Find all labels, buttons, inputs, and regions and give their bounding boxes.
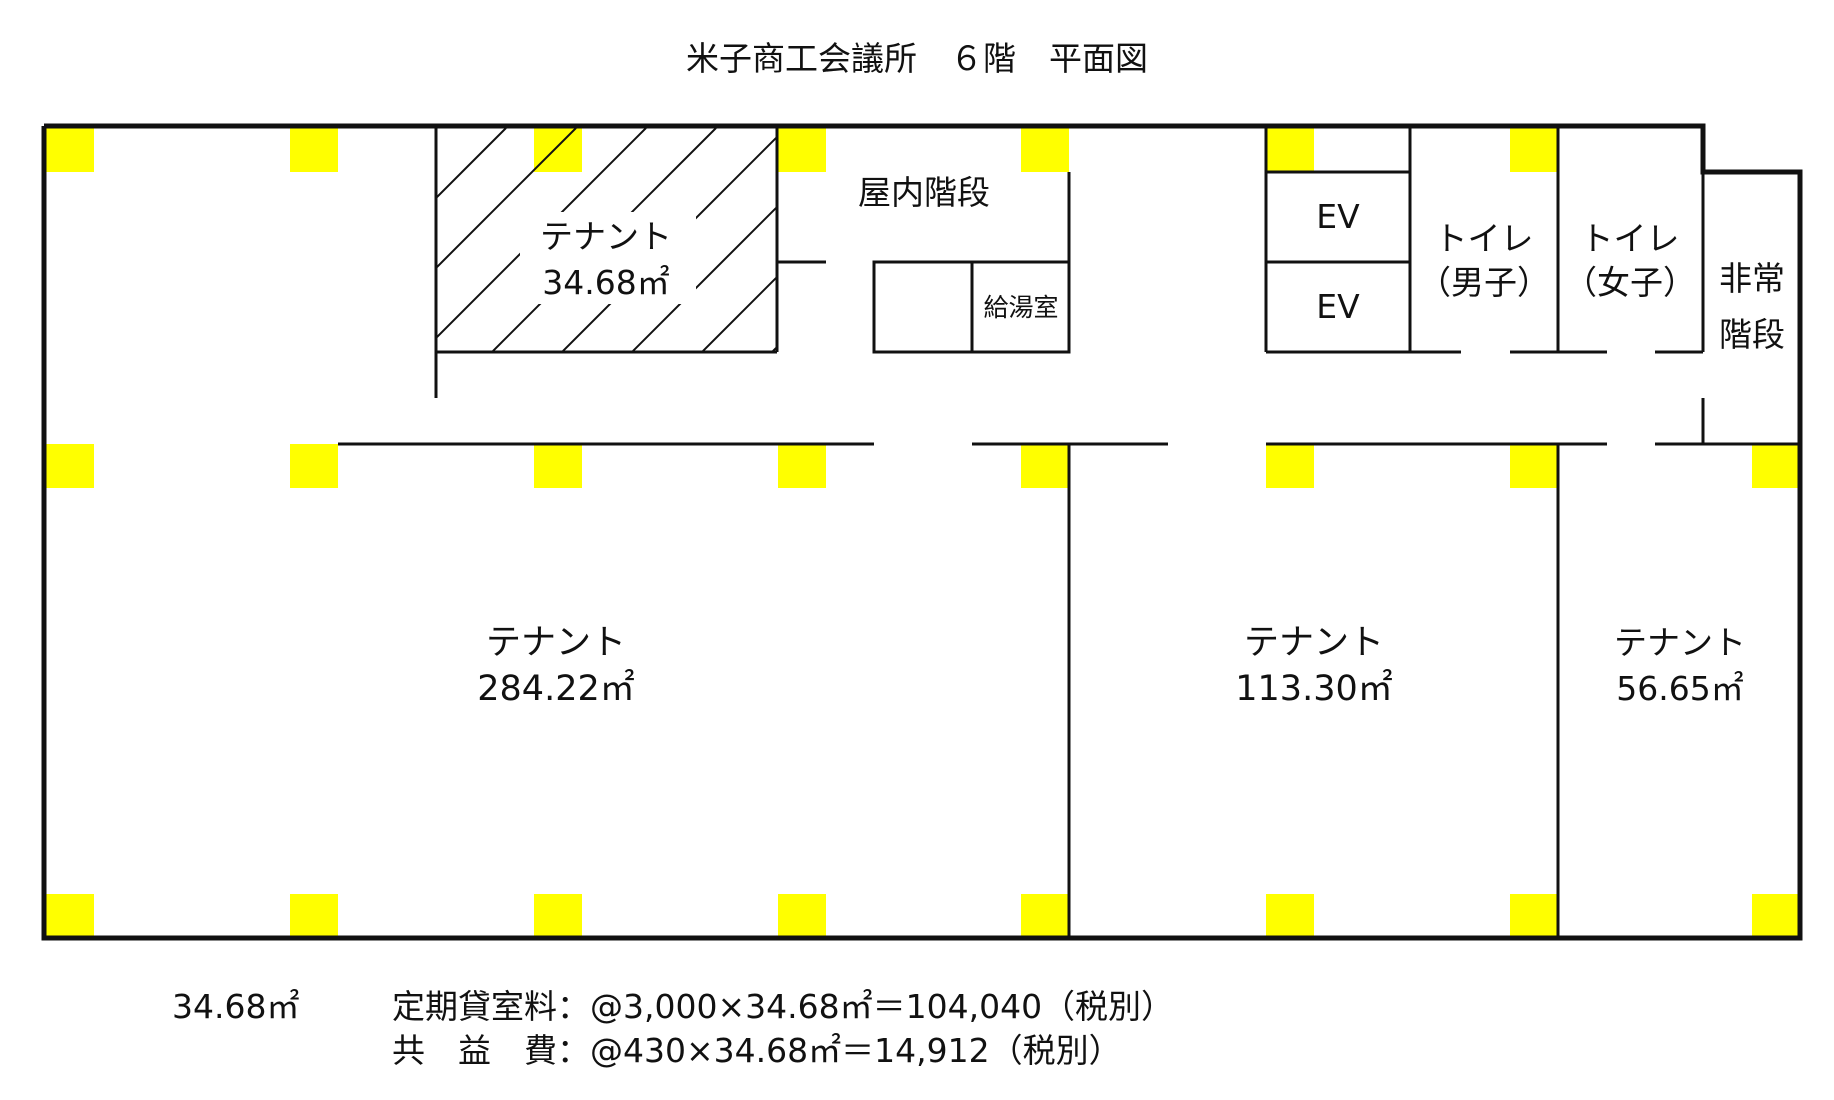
tenant-right-label: テナント [1614, 623, 1746, 662]
exterior-walls [41, 123, 1803, 941]
column [1021, 128, 1069, 172]
column [46, 128, 94, 172]
column [1021, 444, 1069, 488]
structural-columns [46, 128, 1798, 936]
footer-rent-line: 定期貸室料：@3,000×34.68㎡＝104,040（税別） [392, 987, 1174, 1026]
tenant-large-area: 284.22㎡ [477, 668, 634, 709]
hatched-tenant-label-mask [520, 212, 696, 304]
column [778, 894, 826, 936]
tenant-hatched-area: 34.68㎡ [542, 263, 669, 302]
column [290, 444, 338, 488]
emergency-stairs-label: 非常 [1719, 259, 1785, 298]
column [1021, 894, 1069, 936]
ev-label-lower: EV [1316, 287, 1360, 326]
tenant-middle-label: テナント [1244, 623, 1384, 663]
column [1510, 444, 1558, 488]
kitchenette-label: 給湯室 [983, 293, 1058, 322]
toilet-women-sublabel: （女子） [1564, 263, 1696, 302]
column [1752, 894, 1798, 936]
footer-area: 34.68㎡ [172, 987, 299, 1026]
column [534, 444, 582, 488]
toilet-women-label: トイレ [1581, 219, 1680, 258]
toilet-men-label: トイレ [1435, 219, 1534, 258]
emergency-stairs-sublabel: 階段 [1719, 315, 1785, 354]
pricing-footer: 34.68㎡ 定期貸室料：@3,000×34.68㎡＝104,040（税別） 共… [172, 987, 1174, 1070]
tenant-large-label: テナント [486, 623, 626, 663]
column [1266, 444, 1314, 488]
column [1752, 444, 1798, 488]
column [1510, 128, 1558, 172]
column [1266, 128, 1314, 172]
column [46, 894, 94, 936]
column [778, 444, 826, 488]
tenant-right-area: 56.65㎡ [1616, 669, 1743, 708]
interior-walls [338, 128, 1800, 938]
tenant-middle-area: 113.30㎡ [1235, 668, 1392, 709]
plan-title: 米子商工会議所 ６階 平面図 [686, 39, 1148, 78]
room-labels: テナント 34.68㎡ 屋内階段 給湯室 EV EV トイレ （男子） トイレ … [477, 173, 1785, 709]
ev-label-upper: EV [1316, 197, 1360, 236]
tenant-hatched-label: テナント [540, 217, 672, 256]
column [290, 894, 338, 936]
column [1266, 894, 1314, 936]
column [46, 444, 94, 488]
column [1510, 894, 1558, 936]
column [290, 128, 338, 172]
footer-fee-line: 共 益 費：@430×34.68㎡＝14,912（税別） [392, 1031, 1122, 1070]
toilet-men-sublabel: （男子） [1418, 263, 1550, 302]
column [778, 128, 826, 172]
column [534, 894, 582, 936]
column [534, 128, 582, 172]
indoor-stairs-label: 屋内階段 [858, 173, 990, 212]
